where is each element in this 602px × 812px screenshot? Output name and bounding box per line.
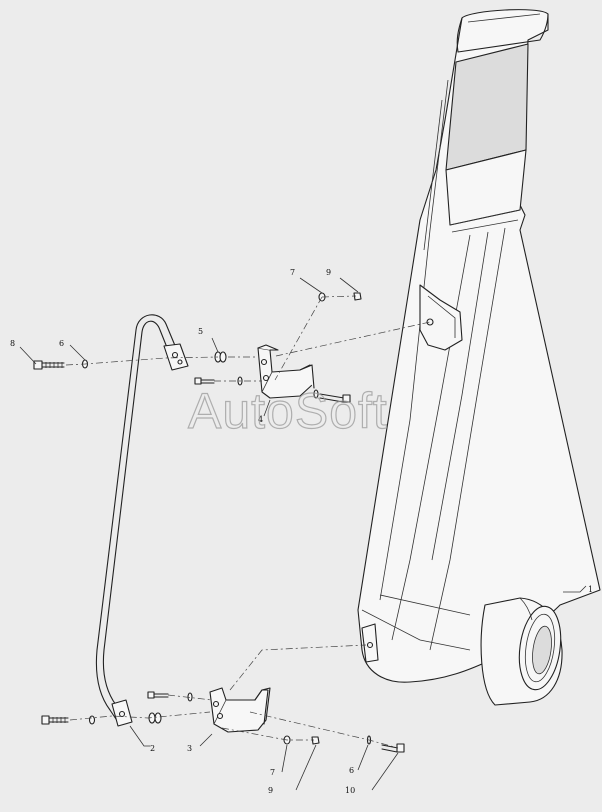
callout-7-upper: 7 [290,268,295,277]
bolt-upper-left [33,360,65,370]
callout-4: 4 [258,415,263,424]
callout-8: 8 [10,339,15,348]
callout-6-upper: 6 [59,339,64,348]
bolt-lower-bracket [147,691,169,699]
callout-9-upper: 9 [326,268,331,277]
callout-2: 2 [150,744,155,753]
assembly-lines [65,295,431,749]
lower-bracket [209,687,271,733]
callout-9-lower: 9 [268,786,273,795]
callout-7-lower: 7 [270,768,275,777]
callout-1: 1 [588,585,593,594]
watermark-logo: AutoSoft [188,383,388,439]
callout-3: 3 [187,744,192,753]
bolt-lower-left [41,715,69,725]
callout-6-lower: 6 [349,766,354,775]
air-intake-duct [357,9,601,706]
bolt-upper-right [313,389,351,403]
bolt-upper-bracket [194,377,215,385]
upper-bracket [257,344,315,399]
callout-labels: 1 2 3 4 5 6 6 7 7 8 9 9 10 [10,268,593,795]
fasteners [33,292,405,753]
callout-10: 10 [345,786,355,795]
callout-5: 5 [198,327,203,336]
leader-lines [19,277,587,791]
support-rod [95,314,189,727]
